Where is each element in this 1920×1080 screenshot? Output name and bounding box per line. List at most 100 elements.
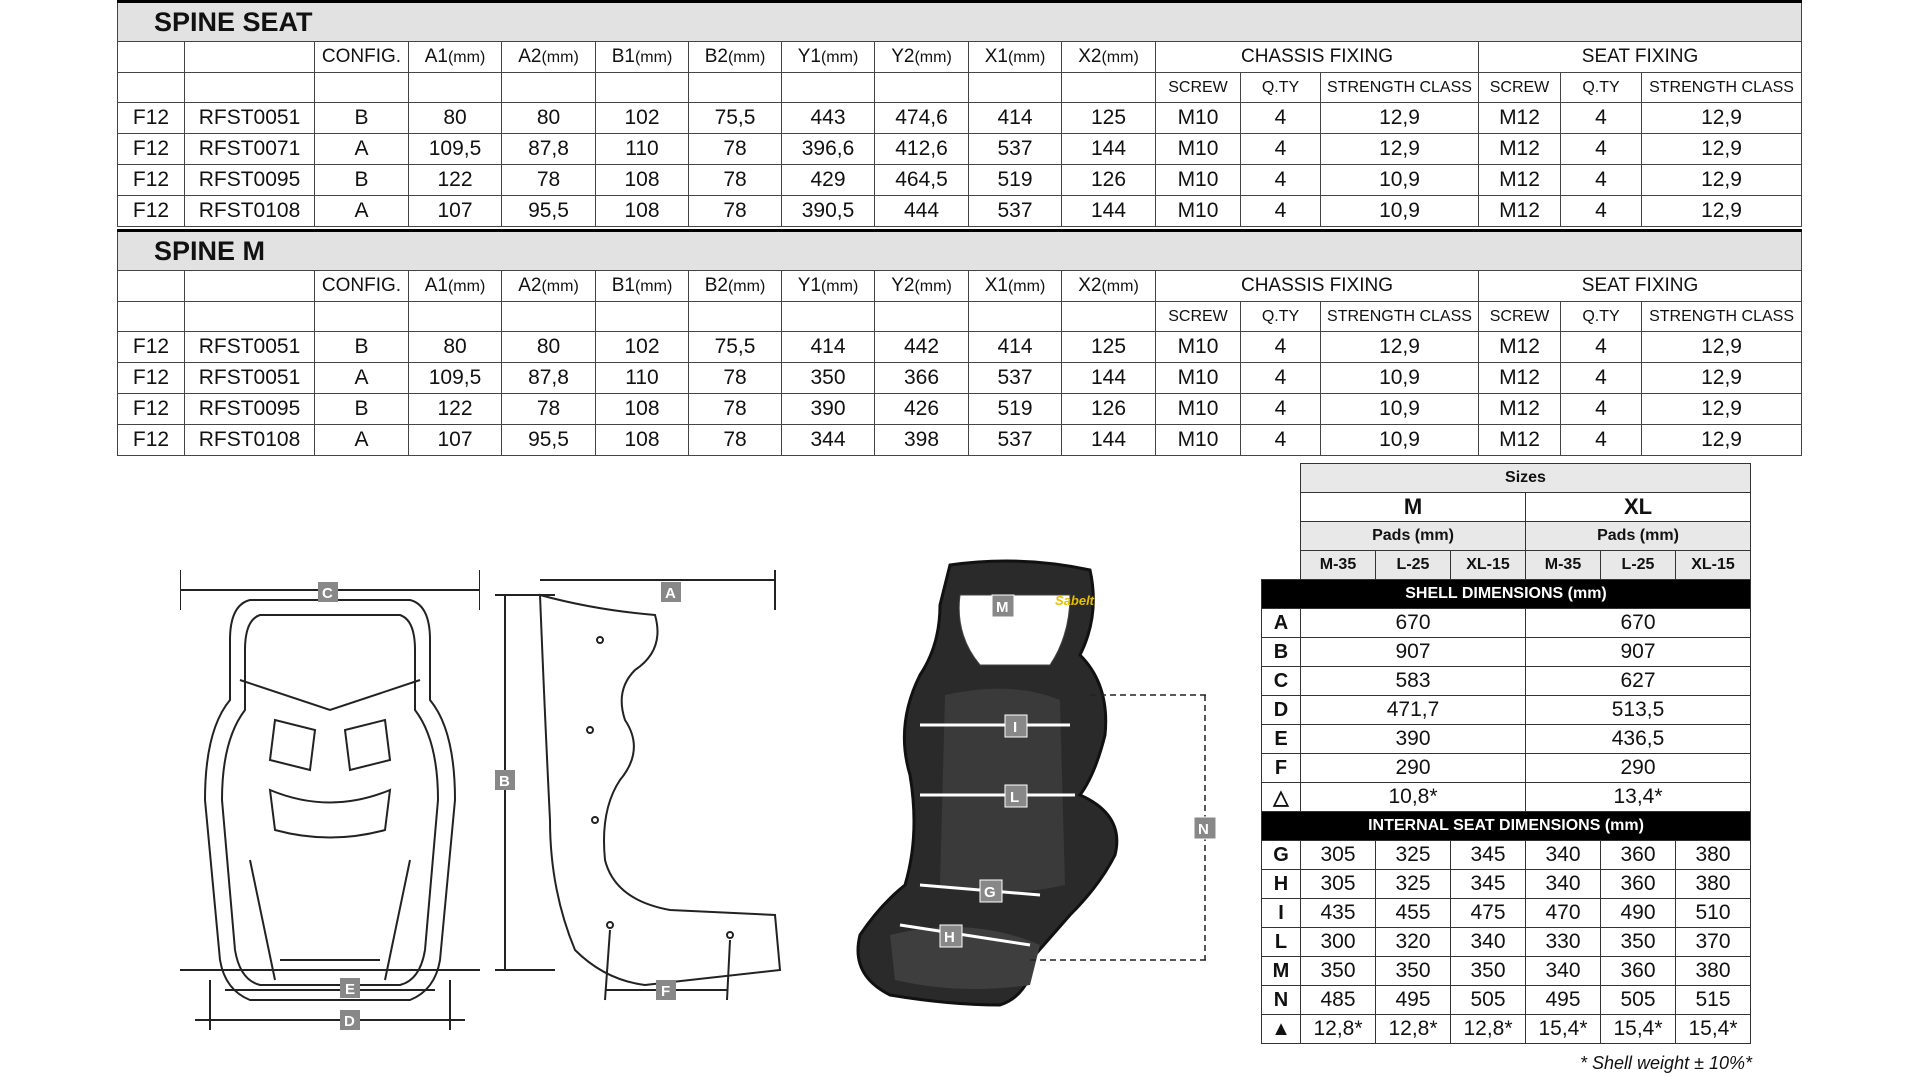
table-cell: 108 [595,164,689,196]
cell: 330 [1525,927,1601,957]
table-cell: 4 [1240,424,1321,456]
cell: 505 [1600,985,1676,1015]
table-cell: 474,6 [874,102,969,134]
table-cell: 78 [501,164,596,196]
sub-header: STRENGTH CLASS [1320,301,1479,332]
table-title: SPINE M [116,229,1803,271]
table-cell: M10 [1155,393,1241,425]
table-cell: M12 [1478,424,1561,456]
table-cell: 537 [968,133,1062,165]
sub-header: SCREW [1478,72,1561,103]
internal-weight: 12,8* [1450,1014,1526,1044]
table-cell: 350 [781,362,875,394]
cell: 360 [1600,840,1676,870]
cell: 475 [1450,898,1526,928]
table-cell: 426 [874,393,969,425]
table-cell: 390 [781,393,875,425]
table-cell: RFST0108 [184,195,315,227]
table-cell: 95,5 [501,195,596,227]
table-cell: 412,6 [874,133,969,165]
table-cell: 10,9 [1320,164,1479,196]
table-cell: 4 [1240,195,1321,227]
col-header: X2(mm) [1061,41,1156,73]
cell: 350 [1375,956,1451,986]
table-cell: 4 [1240,164,1321,196]
cell: 320 [1375,927,1451,957]
cell: 670 [1525,608,1751,638]
table-cell: 102 [595,102,689,134]
table-cell: F12 [117,424,185,456]
sub-header: Q.TY [1240,301,1321,332]
cell: 495 [1375,985,1451,1015]
internal-header: INTERNAL SEAT DIMENSIONS (mm) [1261,811,1751,841]
table-cell: 4 [1240,331,1321,363]
table-cell: 78 [688,164,782,196]
cell: 360 [1600,869,1676,899]
table-cell: 10,9 [1320,195,1479,227]
table-cell: F12 [117,102,185,134]
table-cell: 12,9 [1320,133,1479,165]
row-label: A [1261,608,1301,638]
col-header: B2(mm) [688,41,782,73]
pad-col: XL-15 [1450,550,1526,580]
col-header: Y1(mm) [781,270,875,302]
row-label: D [1261,695,1301,725]
col-header: B1(mm) [595,270,689,302]
table-cell: 12,9 [1640,195,1803,227]
label-c: C [322,585,333,602]
chassis-fixing-header: CHASSIS FIXING [1155,41,1479,73]
label-d: D [344,1013,355,1030]
label-n: N [1198,821,1209,838]
table-cell: 110 [595,133,689,165]
table-cell: 10,9 [1320,424,1479,456]
table-cell: 344 [781,424,875,456]
row-label: M [1261,956,1301,986]
table-cell: M12 [1478,331,1561,363]
table-cell: 12,9 [1640,164,1803,196]
seat-fixing-header: SEAT FIXING [1477,41,1803,73]
table-cell: A [314,362,409,394]
pad-col: M-35 [1525,550,1601,580]
table-cell: M12 [1478,102,1561,134]
table-cell: 95,5 [501,424,596,456]
table-cell: A [314,424,409,456]
cell: 305 [1300,869,1376,899]
table-cell: 429 [781,164,875,196]
table-cell: F12 [117,164,185,196]
col-header: A2(mm) [501,41,596,73]
cell: 470 [1525,898,1601,928]
table-cell: 4 [1560,102,1642,134]
table-cell: 144 [1061,362,1156,394]
table-cell: 4 [1240,393,1321,425]
label-e: E [345,981,355,998]
shell-header: SHELL DIMENSIONS (mm) [1261,579,1751,609]
table-cell: 10,9 [1320,393,1479,425]
size-xl: XL [1525,492,1751,522]
cell: 505 [1450,985,1526,1015]
cell: 583 [1300,666,1526,696]
seat-front-view-drawing: C E D [180,570,480,1030]
cell: 435 [1300,898,1376,928]
table-cell: F12 [117,133,185,165]
table-cell: 414 [781,331,875,363]
cell: 345 [1450,869,1526,899]
table-cell: 108 [595,195,689,227]
table-cell: 78 [688,195,782,227]
cell: 490 [1600,898,1676,928]
cell: 907 [1525,637,1751,667]
table-cell: M12 [1478,164,1561,196]
pad-col: XL-15 [1675,550,1751,580]
cell: 471,7 [1300,695,1526,725]
label-a: A [665,585,676,602]
seat-photo: Sabelt M I L G H N [856,559,1217,1007]
